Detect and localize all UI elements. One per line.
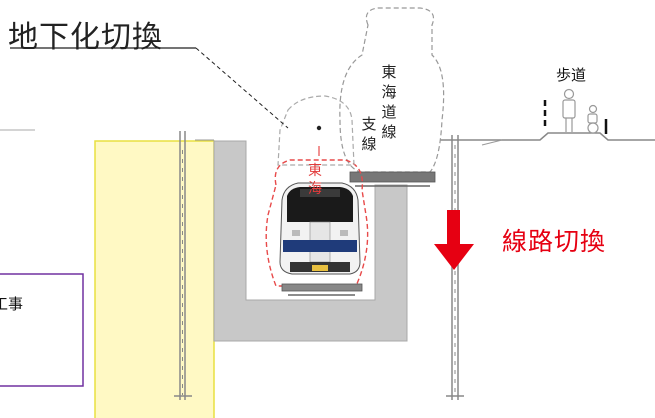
lower-track-slab bbox=[281, 283, 363, 292]
sidewalk-label: 歩道 bbox=[556, 66, 587, 84]
red-gauge-outline bbox=[265, 159, 369, 287]
right-ground-line bbox=[440, 132, 655, 141]
construction-label-box bbox=[0, 273, 84, 387]
red-train-label-1: 東 bbox=[308, 163, 322, 179]
wheelchair-user-icon bbox=[587, 104, 599, 134]
tokaido-line-gauge-outline bbox=[339, 7, 445, 173]
red-down-arrow-icon bbox=[434, 210, 474, 270]
concrete-u-structure bbox=[213, 140, 408, 342]
tokaido-line-label: 東 海 道 線 bbox=[381, 63, 397, 141]
branch-line-label: 支 線 bbox=[361, 115, 377, 153]
pedestrian-icon bbox=[562, 88, 576, 132]
upper-track-slab bbox=[349, 171, 436, 183]
track-switch-label: 線路切換 bbox=[502, 227, 607, 256]
train-front-icon bbox=[279, 182, 361, 275]
right-ground-hatch bbox=[481, 139, 503, 146]
construction-label: 工事 bbox=[0, 295, 24, 313]
yellow-retaining-wall bbox=[94, 140, 215, 418]
marker-dot bbox=[316, 125, 322, 131]
diagram-title: 地下化切換 bbox=[8, 20, 163, 55]
red-train-label-2: 海 bbox=[308, 181, 322, 197]
